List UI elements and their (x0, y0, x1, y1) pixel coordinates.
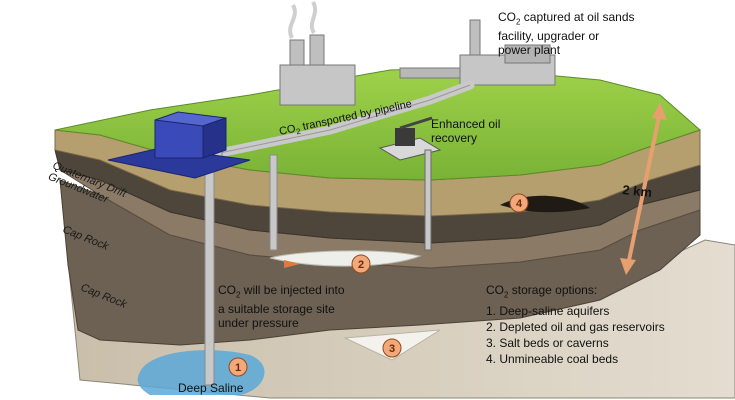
injection-arrow (284, 260, 300, 268)
badge-2: 2 (351, 254, 371, 274)
injection-facility (107, 111, 251, 179)
injection-well-center (269, 154, 278, 251)
deep-saline-label: Deep Saline (178, 381, 244, 395)
storage-option: 2. Depleted oil and gas reservoirs (486, 320, 665, 335)
badge-3: 3 (382, 338, 402, 358)
svg-text:1: 1 (235, 362, 241, 374)
svg-text:4: 4 (516, 198, 523, 210)
svg-text:3: 3 (389, 343, 395, 355)
badge-1: 1 (228, 357, 248, 377)
depth-label: 2 km (622, 182, 653, 200)
injection-label: CO2 will be injected into a suitable sto… (218, 283, 345, 331)
storage-options-list: CO2 storage options: 1. Deep-saline aqui… (486, 282, 665, 367)
capture-plant-left (279, 0, 356, 106)
storage-option: 4. Unmineable coal beds (486, 352, 619, 367)
storage-option: 3. Salt beds or caverns (486, 336, 609, 351)
capture-label: CO2 captured at oil sands facility, upgr… (498, 10, 635, 58)
injection-well-left (204, 154, 215, 386)
depth-arrow (620, 102, 667, 275)
storage-options-title: CO2 storage options: (486, 283, 598, 300)
badge-4: 4 (509, 193, 529, 213)
capture-plant-right (399, 19, 556, 86)
eor-label: Enhanced oil recovery (431, 117, 501, 145)
storage-option: 1. Deep-saline aquifers (486, 304, 610, 319)
svg-text:2: 2 (358, 259, 364, 271)
depleted-reservoir (269, 250, 422, 267)
pump-jack (378, 116, 442, 251)
